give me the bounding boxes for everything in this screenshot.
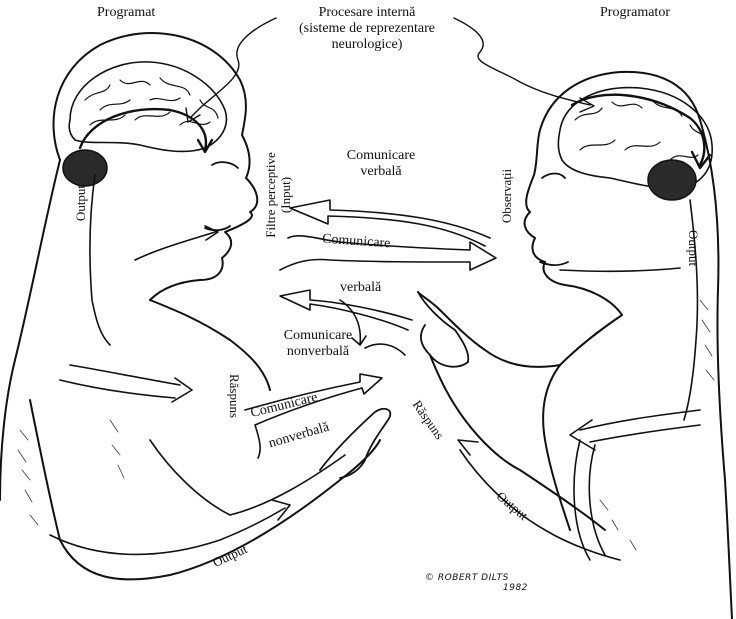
left-figure: [0, 33, 390, 579]
nonverbal-comm-right-line2: nonverbală: [268, 344, 368, 360]
label-nonverbal-comm-right: Comunicare nonverbală: [268, 328, 368, 360]
copyright-line1: © ROBERT DILTS: [425, 573, 528, 583]
label-verbal-comm-mid2: verbală: [340, 280, 381, 296]
left-neck: [150, 300, 270, 390]
label-output-left-head: Output: [73, 178, 89, 228]
right-arm: [418, 292, 560, 367]
copyright-signature: © ROBERT DILTS 1982: [425, 573, 528, 593]
right-shoulder-arrowhead: [570, 420, 595, 450]
left-brain-folds: [85, 78, 218, 125]
left-brain: [69, 62, 226, 152]
verbal-comm-top-line1: Comunicare: [326, 148, 436, 164]
right-figure: [418, 72, 732, 619]
internal-processing-line2: (sisteme de reprezentare: [262, 21, 472, 37]
internal-processing-line3: neurologice): [262, 37, 472, 53]
left-spine-line: [90, 175, 110, 345]
right-back: [700, 120, 732, 619]
internal-processing-line1: Procesare internă: [262, 5, 472, 21]
right-brain-folds: [575, 100, 706, 160]
right-eye: [542, 174, 565, 179]
right-chest: [543, 315, 622, 530]
left-output-arrow: [135, 232, 215, 260]
right-cerebellum: [648, 160, 696, 200]
perceptual-filters-line1: Filtre perceptive: [263, 135, 278, 255]
right-shoulder-band: [580, 410, 700, 442]
label-observations: Observații: [499, 159, 515, 233]
perceptual-filters-line2: (Input): [278, 135, 293, 255]
label-verbal-comm-top: Comunicare verbală: [326, 148, 436, 180]
top-pointer-right: [454, 18, 590, 105]
verbal-arrow-lower: [280, 290, 412, 330]
left-eye: [212, 162, 238, 168]
label-output-right-head: Output: [685, 223, 701, 273]
left-arm-output-band: [50, 508, 285, 554]
left-back: [0, 160, 60, 500]
verbal-comm-top-line2: verbală: [326, 164, 436, 180]
nonverbal-arrow-right: [365, 344, 405, 355]
left-hatching: [18, 420, 124, 525]
left-shoulder-band: [60, 365, 180, 398]
right-arm-output-low: [460, 450, 620, 560]
label-perceptual-filters: Filtre perceptive (Input): [263, 135, 293, 255]
copyright-line2: 1982: [425, 583, 528, 593]
label-programmer: Programator: [600, 5, 670, 21]
label-programmee: Programat: [97, 5, 155, 21]
nonverbal-comm-right-line1: Comunicare: [268, 328, 368, 344]
label-internal-processing: Procesare internă (sisteme de reprezenta…: [262, 5, 472, 53]
right-chin-band: [560, 268, 680, 271]
left-arm-inner: [150, 440, 345, 515]
label-response-left: Răspuns: [226, 366, 242, 426]
